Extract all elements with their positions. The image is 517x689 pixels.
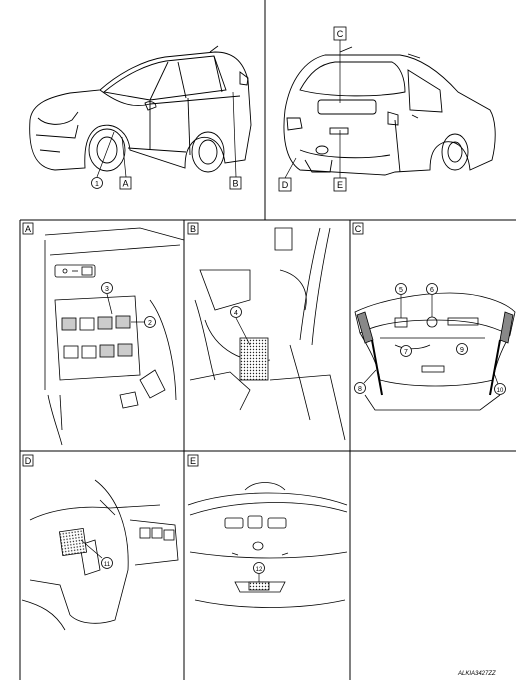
callout-5-text: 5 <box>399 287 403 294</box>
panel-e-hatched-part <box>248 581 270 591</box>
callout-11-text: 11 <box>104 562 111 568</box>
grid-lines <box>19 0 516 680</box>
view-label-c: C <box>333 26 347 103</box>
panel-b-hatched-part <box>239 337 269 381</box>
callout-10-text: 10 <box>497 388 504 394</box>
callout-4: 4 <box>230 306 251 346</box>
view-label-d: D <box>278 157 297 192</box>
callout-1-text: 1 <box>95 181 99 188</box>
view-label-b-text: B <box>232 179 238 189</box>
panel-b-header: B <box>187 222 199 235</box>
callout-6: 6 <box>426 283 438 317</box>
callout-8-text: 8 <box>358 386 362 393</box>
callout-6-text: 6 <box>430 287 434 294</box>
callout-10: 10 <box>493 372 506 395</box>
panel-d-header: D <box>22 454 34 467</box>
callout-7-text: 7 <box>404 349 408 356</box>
view-label-c-text: C <box>337 29 344 39</box>
panel-a-illustration <box>44 227 185 446</box>
callout-11: 11 <box>80 539 113 569</box>
view-label-d-text: D <box>282 180 289 190</box>
callout-7: 7 <box>400 345 412 357</box>
view-label-e-text: E <box>337 180 343 190</box>
view-label-a-text: A <box>122 179 128 189</box>
panel-e-letter: E <box>190 456 196 466</box>
panel-c-letter: C <box>355 224 362 234</box>
panel-c-right-strut <box>499 311 514 344</box>
callout-12-text: 12 <box>256 567 263 573</box>
panel-b-letter: B <box>190 224 196 234</box>
panel-a-header: A <box>22 222 34 235</box>
view-label-a: A <box>119 136 132 190</box>
callout-1: 1 <box>91 131 115 189</box>
panel-c-header: C <box>352 222 364 235</box>
figure-code: ALKIA3427ZZ <box>458 671 496 677</box>
callout-3-text: 3 <box>105 286 109 293</box>
callout-12: 12 <box>253 562 265 582</box>
panel-e-header: E <box>187 454 199 467</box>
panel-b-illustration <box>189 227 346 441</box>
car-front-view <box>29 45 252 173</box>
view-label-e: E <box>333 130 347 192</box>
panel-c-left-stay <box>371 339 383 396</box>
callout-8: 8 <box>354 369 377 394</box>
view-label-b: B <box>229 91 242 190</box>
callout-5: 5 <box>395 283 407 318</box>
car-rear-view <box>283 46 496 176</box>
callout-9: 9 <box>456 343 468 355</box>
callout-9-text: 9 <box>460 347 464 354</box>
panel-d-hatched-part <box>58 527 88 557</box>
panel-a-letter: A <box>25 224 31 234</box>
callout-3: 3 <box>101 282 113 315</box>
callout-2: 2 <box>131 316 156 328</box>
callout-2-text: 2 <box>148 320 152 327</box>
panel-d-illustration <box>21 479 179 631</box>
panel-c-left-strut <box>356 311 374 344</box>
panel-d-letter: D <box>25 456 32 466</box>
callout-4-text: 4 <box>234 310 238 317</box>
panel-c-illustration <box>354 292 516 411</box>
panel-c-right-stay <box>489 339 501 396</box>
